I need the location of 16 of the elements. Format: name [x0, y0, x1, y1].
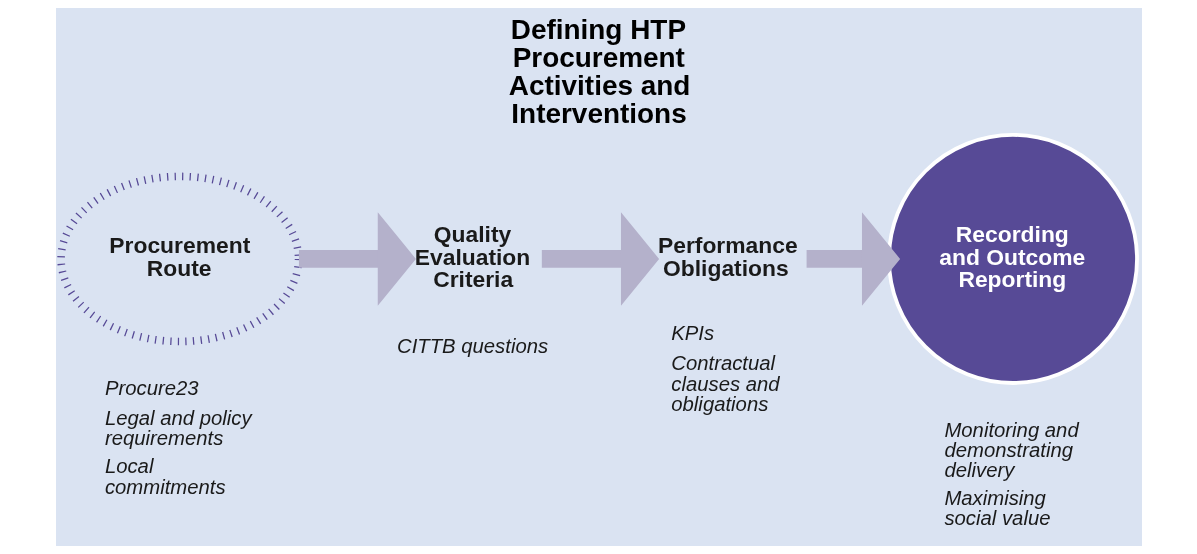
node-label: Legal and policy requirements	[104, 407, 252, 450]
arrow	[806, 212, 900, 306]
node-label: Local commitments	[104, 455, 226, 498]
node-text: Performance Obligations	[657, 232, 798, 281]
node-label: Maximising social value	[943, 487, 1050, 530]
node-label: CITTB questions	[396, 334, 548, 357]
node-label: Procure23	[104, 376, 199, 399]
arrow	[541, 212, 659, 306]
node-circle: Recording and Outcome Reporting	[886, 133, 1139, 385]
node-ellipse: Procurement Route	[56, 172, 302, 346]
node-label: Monitoring and demonstrating delivery	[943, 418, 1079, 482]
diagram-title: Defining HTP Procurement Activities and Interventions	[508, 14, 690, 130]
node-label: Contractual clauses and obligations	[670, 352, 780, 416]
node-text: Quality Evaluation Criteria	[414, 220, 530, 293]
arrow	[298, 212, 416, 306]
node-label: KPIs	[670, 321, 714, 344]
